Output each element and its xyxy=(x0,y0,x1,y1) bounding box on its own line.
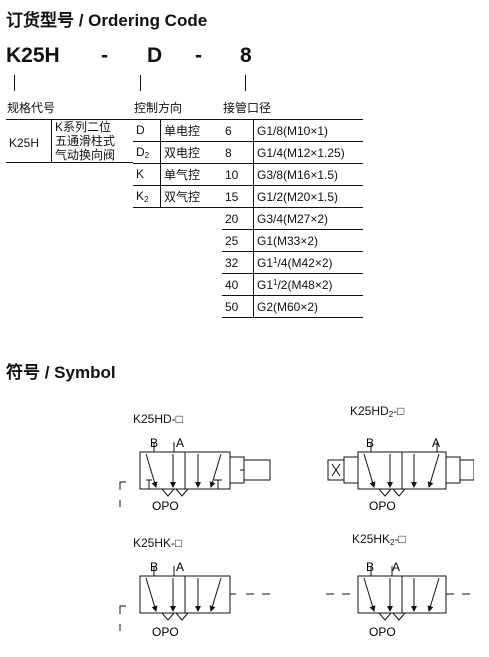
port-code: 8 xyxy=(222,141,254,164)
code-port: 8 xyxy=(240,44,252,67)
port-code: 10 xyxy=(222,163,254,186)
control-desc: 双气控 xyxy=(160,185,228,208)
port-thread: G1/8(M10×1) xyxy=(253,119,363,142)
port-code: 20 xyxy=(222,207,254,230)
table-row: K25H K系列二位 五通滑柱式 气动换向阀 xyxy=(6,119,133,163)
code-control: D xyxy=(147,44,163,67)
port-code: 25 xyxy=(222,229,254,252)
spec-table: 规格代号 K25H K系列二位 五通滑柱式 气动换向阀 xyxy=(6,99,133,163)
port-thread: G1/4(M12×1.25) xyxy=(253,141,363,164)
symbol-label-d: K25HD-□ xyxy=(133,412,183,426)
control-desc: 单电控 xyxy=(160,119,228,142)
control-code: D xyxy=(133,119,161,142)
symbol-heading: 符号 / Symbol xyxy=(6,363,116,382)
opo-label: OPO xyxy=(369,499,396,513)
valve-symbol-double-pilot: B A OPO xyxy=(326,560,472,639)
port-thread: G3/8(M16×1.5) xyxy=(253,163,363,186)
port-thread: G11/4(M42×2) xyxy=(253,251,363,274)
control-code: K xyxy=(133,163,161,186)
port-a-label: A xyxy=(392,560,400,574)
symbol-label-k2: K25HK2-□ xyxy=(352,532,406,547)
port-thread: G3/4(M27×2) xyxy=(253,207,363,230)
port-thread: G1(M33×2) xyxy=(253,229,363,252)
port-thread: G11/2(M48×2) xyxy=(253,273,363,296)
port-code: 15 xyxy=(222,185,254,208)
valve-symbol-single-pilot: B A OPO xyxy=(119,560,274,639)
port-thread: G2(M60×2) xyxy=(253,295,363,318)
port-b-label: B xyxy=(366,560,374,574)
port-code: 50 xyxy=(222,295,254,318)
code-series: K25H xyxy=(6,44,60,67)
symbol-label-k: K25HK-□ xyxy=(133,536,183,550)
spec-description: K系列二位 五通滑柱式 气动换向阀 xyxy=(51,119,133,163)
spec-code: K25H xyxy=(6,119,52,163)
port-table-header: 接管口径 xyxy=(222,99,363,120)
port-b-label: B xyxy=(366,436,374,450)
port-thread: G1/2(M20×1.5) xyxy=(253,185,363,208)
opo-label: OPO xyxy=(152,625,179,639)
spec-table-header: 规格代号 xyxy=(6,99,133,120)
control-desc: 双电控 xyxy=(160,141,228,164)
control-desc: 单气控 xyxy=(160,163,228,186)
connector-tick xyxy=(140,75,141,91)
valve-symbol-double-solenoid: B A OPO xyxy=(327,436,474,513)
port-code: 6 xyxy=(222,119,254,142)
port-code: 40 xyxy=(222,273,254,296)
connector-tick xyxy=(245,75,246,91)
control-code: D2 xyxy=(133,141,161,164)
ordering-heading: 订货型号 / Ordering Code xyxy=(6,11,208,30)
port-a-label: A xyxy=(176,436,184,450)
control-code: K2 xyxy=(133,185,161,208)
code-dash-1: - xyxy=(101,44,108,67)
port-a-label: A xyxy=(432,436,440,450)
port-a-label: A xyxy=(176,560,184,574)
opo-label: OPO xyxy=(152,499,179,513)
valve-symbol-single-solenoid: B A OPO xyxy=(119,436,271,513)
control-table-header: 控制方向 xyxy=(133,99,228,120)
port-code: 32 xyxy=(222,251,254,274)
connector-tick xyxy=(14,75,15,91)
code-dash-2: - xyxy=(195,44,202,67)
symbol-label-d2: K25HD2-□ xyxy=(350,404,405,419)
opo-label: OPO xyxy=(369,625,396,639)
